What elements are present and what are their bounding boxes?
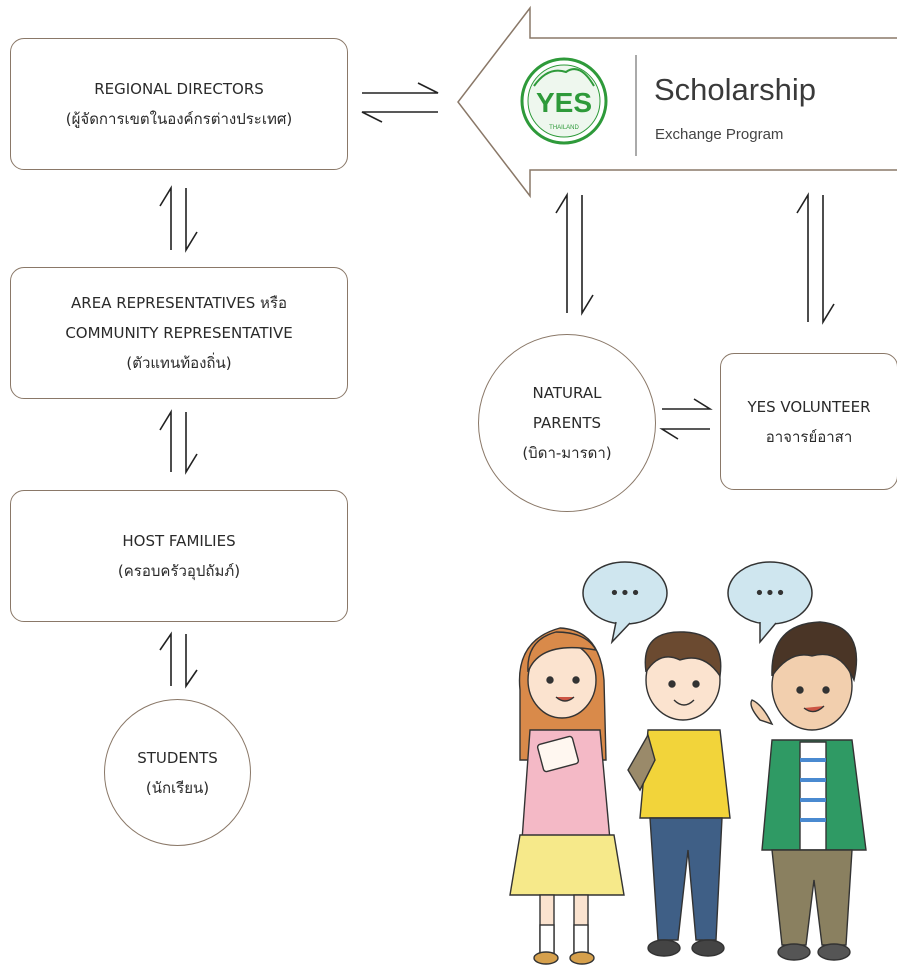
exchange-arrow-logo-parents xyxy=(555,192,594,316)
node-yes-volunteer-line2: อาจารย์อาสา xyxy=(765,427,853,446)
svg-text:•••: ••• xyxy=(754,583,786,604)
node-area-representatives-line3: (ตัวแทนท้องถิ่น) xyxy=(126,354,232,372)
node-area-representatives-line2: COMMUNITY REPRESENTATIVE xyxy=(65,324,293,342)
node-regional-directors-line2: (ผู้จัดการเขตในองค์กรต่างประเทศ) xyxy=(65,110,293,128)
girl-figure xyxy=(509,627,625,965)
svg-text:•••: ••• xyxy=(609,583,641,604)
exchange-arrow-directors-logo xyxy=(361,82,439,123)
exchange-arrow-area-host xyxy=(159,409,198,475)
speech-bubble-2: ••• xyxy=(727,561,813,645)
node-area-representatives: AREA REPRESENTATIVES หรือ COMMUNITY REPR… xyxy=(10,267,348,399)
svg-text:YES: YES xyxy=(536,87,592,118)
boy-figure-middle xyxy=(627,631,731,957)
speech-bubble-1: ••• xyxy=(582,561,668,645)
node-students: STUDENTS (นักเรียน) xyxy=(104,699,251,846)
logo-arrow-shape xyxy=(457,5,897,199)
node-students-line2: (นักเรียน) xyxy=(145,778,210,797)
node-natural-parents: NATURAL PARENTS (บิดา-มารดา) xyxy=(478,334,656,512)
node-natural-parents-line3: (บิดา-มารดา) xyxy=(522,444,612,462)
exchange-arrow-logo-volunteer xyxy=(796,192,835,325)
node-students-line1: STUDENTS xyxy=(137,748,218,767)
node-host-families: HOST FAMILIES (ครอบครัวอุปถัมภ์) xyxy=(10,490,348,622)
logo-title: Scholarship xyxy=(654,72,816,107)
node-yes-volunteer: YES VOLUNTEER อาจารย์อาสา xyxy=(720,353,897,490)
students-chatting-illustration: ••• ••• xyxy=(509,561,867,965)
node-regional-directors-line1: REGIONAL DIRECTORS xyxy=(94,80,264,98)
node-natural-parents-line2: PARENTS xyxy=(532,414,602,432)
boy-figure-right xyxy=(750,621,867,961)
node-area-representatives-line1: AREA REPRESENTATIVES หรือ xyxy=(71,294,287,312)
node-regional-directors: REGIONAL DIRECTORS (ผู้จัดการเขตในองค์กร… xyxy=(10,38,348,170)
node-yes-volunteer-line1: YES VOLUNTEER xyxy=(747,397,871,416)
logo-subtitle: Exchange Program xyxy=(655,126,784,143)
exchange-arrow-directors-area xyxy=(159,185,198,253)
node-host-families-line1: HOST FAMILIES xyxy=(122,532,236,550)
node-host-families-line2: (ครอบครัวอุปถัมภ์) xyxy=(117,562,241,580)
exchange-arrow-host-students xyxy=(159,631,198,689)
node-natural-parents-line1: NATURAL xyxy=(532,384,602,402)
exchange-arrow-parents-volunteer xyxy=(659,398,713,440)
yes-thailand-badge: YES THAILAND xyxy=(520,57,608,145)
svg-text:THAILAND: THAILAND xyxy=(549,125,579,131)
